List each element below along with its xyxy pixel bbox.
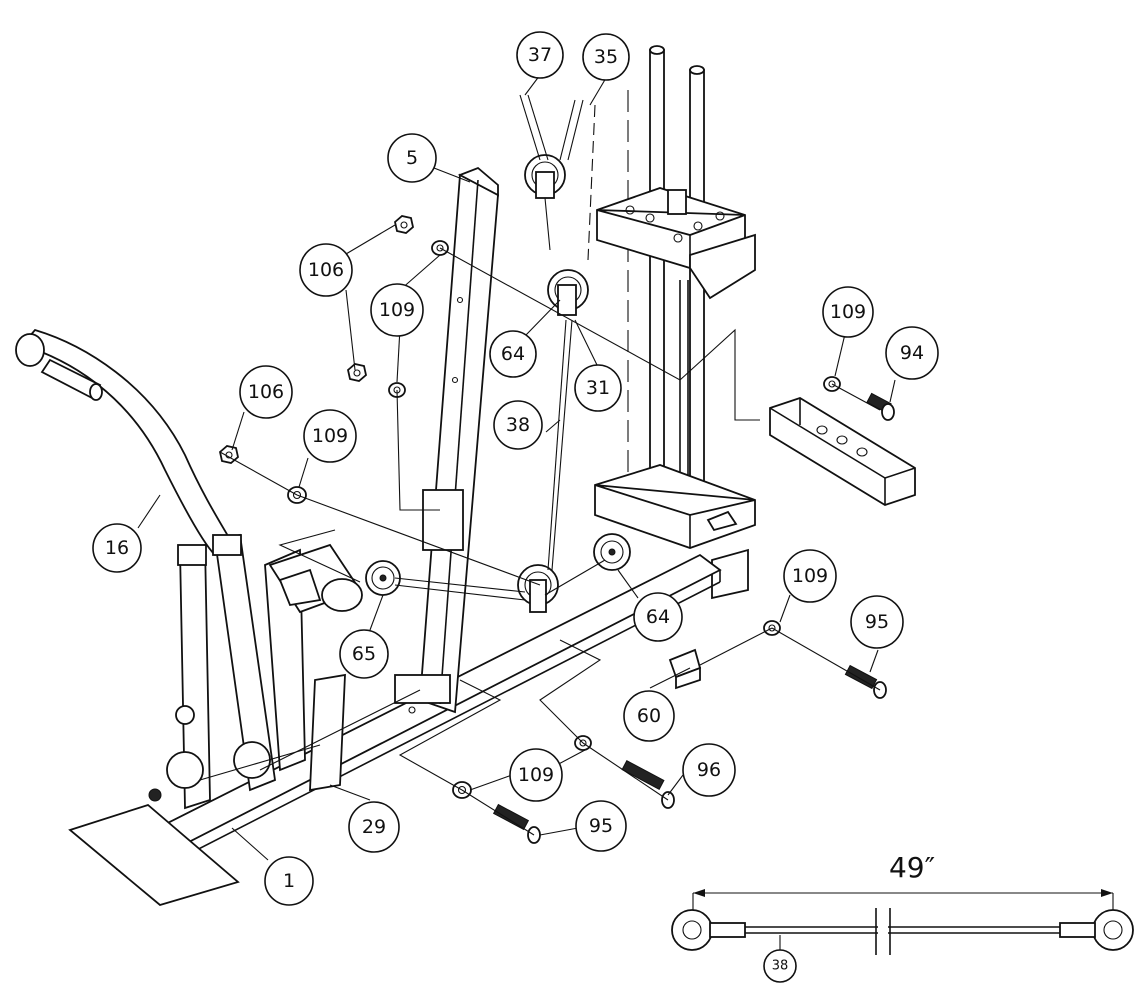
svg-text:109: 109 (312, 425, 348, 447)
callout-109c: 109 (303, 409, 357, 463)
callout-94: 94 (885, 326, 939, 380)
cable-detail: 49″ 38 (671, 851, 1134, 983)
callout-106a: 106 (299, 243, 353, 297)
svg-text:109: 109 (830, 301, 866, 323)
pulley-top (524, 154, 566, 251)
callout-64a: 64 (489, 330, 537, 378)
callout-38: 38 (493, 400, 543, 450)
svg-text:16: 16 (105, 537, 129, 559)
bottom-weight-plate (594, 464, 756, 600)
svg-text:65: 65 (352, 643, 376, 665)
cables (199, 94, 606, 781)
upright-tube (394, 166, 499, 714)
pulleys (365, 154, 631, 613)
svg-text:109: 109 (379, 299, 415, 321)
callout-5: 5 (387, 133, 437, 183)
svg-text:5: 5 (406, 147, 418, 169)
svg-text:64: 64 (646, 606, 670, 628)
pulley-64-right (593, 533, 631, 571)
callout-31: 31 (574, 364, 622, 412)
cable-length-label: 49″ (889, 851, 935, 884)
nut-106c (219, 445, 239, 464)
cable-part-callout: 38 (763, 949, 797, 983)
bolt-94 (866, 392, 895, 421)
pulley-64-lower (517, 564, 559, 613)
cam-assembly (268, 543, 363, 614)
svg-text:64: 64 (501, 343, 525, 365)
callout-109a: 109 (370, 283, 424, 337)
hardware (219, 215, 895, 844)
nut-106b (347, 363, 367, 382)
weight-stack-column (679, 280, 689, 495)
top-weight-plate (596, 187, 756, 300)
base-frame (68, 553, 722, 906)
callout-64b: 64 (633, 592, 683, 642)
callout-95b: 95 (575, 800, 627, 852)
callout-37: 37 (516, 31, 564, 79)
pulley-64-upper (547, 269, 589, 316)
callout-106b: 106 (239, 365, 293, 419)
svg-text:95: 95 (589, 815, 613, 837)
assembly-guide-lines (219, 247, 881, 836)
callout-96: 96 (682, 743, 736, 797)
svg-text:109: 109 (518, 764, 554, 786)
svg-text:96: 96 (697, 759, 721, 781)
callout-1: 1 (264, 856, 314, 906)
svg-text:29: 29 (362, 816, 386, 838)
svg-text:35: 35 (594, 46, 618, 68)
callout-leaders (137, 74, 896, 861)
washer-109-right (823, 376, 841, 392)
svg-text:109: 109 (792, 565, 828, 587)
svg-text:37: 37 (528, 44, 552, 66)
svg-text:106: 106 (248, 381, 284, 403)
svg-text:1: 1 (283, 870, 295, 892)
bolt-96 (621, 760, 675, 809)
callout-16: 16 (92, 523, 142, 573)
callout-109d: 109 (783, 549, 837, 603)
svg-text:31: 31 (586, 377, 610, 399)
callout-60: 60 (623, 690, 675, 742)
callout-95a: 95 (850, 595, 904, 649)
svg-text:38: 38 (506, 414, 530, 436)
callout-35: 35 (582, 33, 630, 81)
guide-rods (627, 45, 705, 501)
rear-cross-member (769, 397, 916, 506)
callout-29: 29 (348, 801, 400, 853)
lever-arms (148, 533, 346, 810)
svg-text:38: 38 (772, 959, 789, 974)
callout-109e: 109 (509, 748, 563, 802)
svg-text:94: 94 (900, 342, 924, 364)
callout-65: 65 (339, 629, 389, 679)
lever-handle (15, 328, 237, 557)
nut-106a (394, 215, 414, 234)
callout-109b: 109 (822, 286, 874, 338)
svg-text:60: 60 (637, 705, 661, 727)
pulley-65 (365, 560, 401, 596)
svg-text:95: 95 (865, 611, 889, 633)
bracket-60 (668, 648, 702, 690)
svg-text:106: 106 (308, 259, 344, 281)
